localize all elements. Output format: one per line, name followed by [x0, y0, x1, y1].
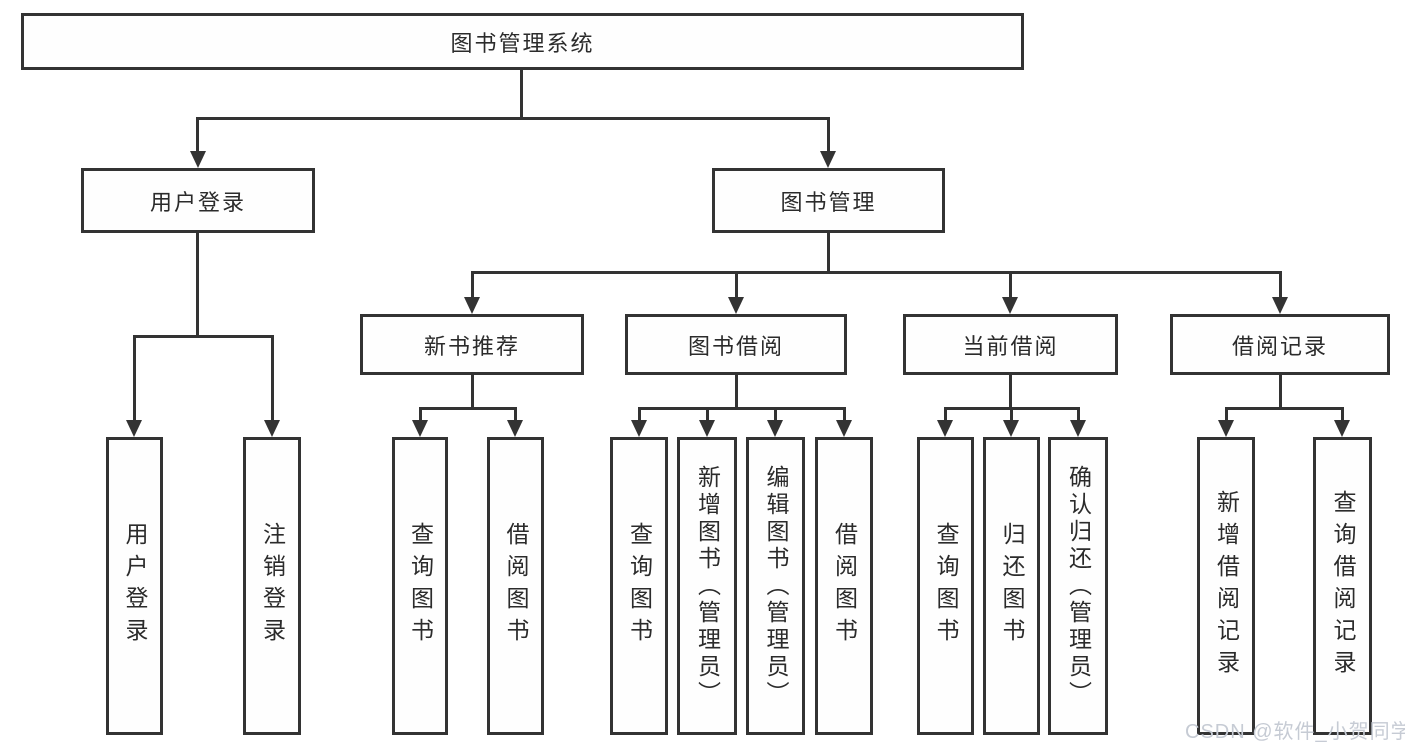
arrowhead — [464, 297, 480, 314]
node-label: 查询图书 — [407, 522, 434, 650]
connector-line — [843, 407, 846, 421]
connector-line — [520, 70, 523, 119]
connector-line — [471, 375, 474, 409]
connector-line — [271, 335, 274, 421]
arrowhead — [836, 420, 852, 437]
connector-line — [196, 233, 199, 337]
connector-line — [638, 407, 846, 410]
connector-line — [735, 375, 738, 409]
connector-line — [1009, 375, 1012, 409]
node-label: 图书借阅 — [687, 333, 784, 359]
node-current-borrowing: 当前借阅 — [903, 314, 1118, 375]
connector-line — [419, 407, 517, 410]
arrowhead — [264, 420, 280, 437]
connector-line — [1279, 375, 1282, 409]
arrowhead — [1003, 420, 1019, 437]
arrowhead — [1272, 297, 1288, 314]
node-label: 借阅图书 — [503, 522, 529, 650]
node-label: 注销登录 — [259, 522, 286, 650]
leaf-borrow-books-borrowing: 借阅图书 — [815, 437, 873, 735]
arrowhead — [1070, 420, 1086, 437]
node-label: 当前借阅 — [962, 333, 1059, 359]
connector-line — [514, 407, 517, 421]
leaf-edit-book-admin: 编辑图书（管理员） — [746, 437, 805, 735]
connector-line — [1279, 271, 1282, 298]
arrowhead — [767, 420, 783, 437]
arrowhead — [728, 297, 744, 314]
arrowhead — [126, 420, 142, 437]
node-label: 查询图书 — [933, 522, 959, 650]
node-new-book-recommend: 新书推荐 — [360, 314, 584, 375]
csdn-watermark: CSDN @软件_小贺同学 — [1185, 721, 1405, 743]
connector-line — [133, 335, 136, 421]
node-root-library-system: 图书管理系统 — [21, 13, 1024, 70]
arrowhead — [820, 151, 836, 168]
leaf-query-books-current: 查询图书 — [917, 437, 974, 735]
leaf-add-borrow-record: 新增借阅记录 — [1197, 437, 1255, 735]
node-book-management: 图书管理 — [712, 168, 945, 233]
node-label: 查询借阅记录 — [1330, 490, 1356, 682]
arrowhead — [1002, 297, 1018, 314]
arrowhead — [699, 420, 715, 437]
node-label: 新增借阅记录 — [1213, 490, 1240, 682]
node-label: 用户登录 — [122, 522, 148, 650]
leaf-user-login: 用户登录 — [106, 437, 163, 735]
connector-line — [1225, 407, 1344, 410]
arrowhead — [507, 420, 523, 437]
node-label: 图书管理系统 — [450, 30, 595, 56]
connector-line — [706, 407, 709, 421]
node-label: 借阅图书 — [831, 522, 858, 650]
arrowhead — [1218, 420, 1234, 437]
node-label: 确认归还（管理员） — [1065, 464, 1092, 708]
leaf-logout: 注销登录 — [243, 437, 301, 735]
connector-line — [1009, 271, 1012, 298]
connector-line — [1341, 407, 1344, 421]
leaf-query-books-borrowing: 查询图书 — [610, 437, 668, 735]
node-borrowing-records: 借阅记录 — [1170, 314, 1390, 375]
node-label: 编辑图书（管理员） — [763, 464, 789, 708]
arrowhead — [190, 151, 206, 168]
node-label: 查询图书 — [626, 522, 653, 650]
connector-line — [827, 117, 830, 152]
node-label: 新增图书（管理员） — [694, 464, 721, 708]
connector-line — [1010, 407, 1013, 421]
connector-line — [638, 407, 641, 421]
node-label: 新书推荐 — [423, 333, 520, 359]
node-label: 图书管理 — [780, 189, 877, 215]
leaf-query-books-recommend: 查询图书 — [392, 437, 448, 735]
node-label: 归还图书 — [999, 522, 1025, 650]
node-book-borrowing: 图书借阅 — [625, 314, 847, 375]
arrowhead — [937, 420, 953, 437]
node-user-login: 用户登录 — [81, 168, 315, 233]
leaf-borrow-books-recommend: 借阅图书 — [487, 437, 544, 735]
leaf-return-books: 归还图书 — [983, 437, 1040, 735]
arrowhead — [1334, 420, 1350, 437]
arrowhead — [412, 420, 428, 437]
connector-line — [735, 271, 738, 298]
connector-line — [944, 407, 947, 421]
leaf-add-book-admin: 新增图书（管理员） — [677, 437, 737, 735]
connector-line — [133, 335, 274, 338]
node-label: 用户登录 — [149, 189, 246, 215]
arrowhead — [631, 420, 647, 437]
connector-line — [471, 271, 474, 298]
leaf-confirm-return-admin: 确认归还（管理员） — [1048, 437, 1108, 735]
connector-line — [774, 407, 777, 421]
connector-line — [1077, 407, 1080, 421]
connector-line — [419, 407, 422, 421]
connector-line — [471, 271, 1282, 274]
connector-line — [827, 233, 830, 273]
connector-line — [196, 117, 830, 120]
connector-line — [196, 117, 199, 152]
leaf-query-borrow-record: 查询借阅记录 — [1313, 437, 1372, 735]
node-label: 借阅记录 — [1231, 333, 1328, 359]
connector-line — [1225, 407, 1228, 421]
